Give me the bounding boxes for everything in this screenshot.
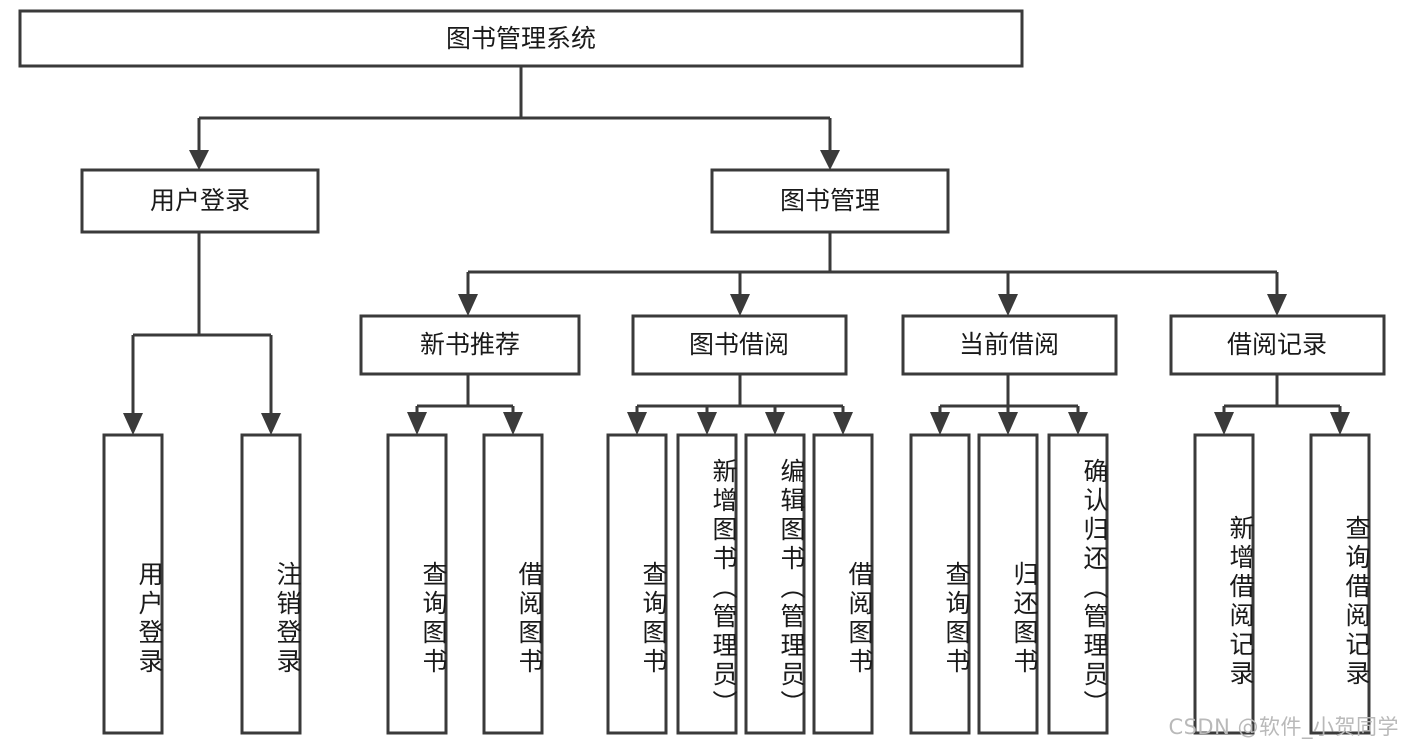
leaf-query-book-3-box[interactable] — [909, 433, 971, 735]
leaf-borrow-book-1-box[interactable] — [482, 433, 544, 735]
node-new-book-recommend[interactable]: 新书推荐 — [359, 314, 581, 376]
node-user-login-label: 用户登录 — [150, 186, 250, 215]
node-book-borrow[interactable]: 图书借阅 — [631, 314, 848, 376]
leaf-add-book-box[interactable] — [676, 433, 738, 735]
node-user-login[interactable]: 用户登录 — [80, 168, 320, 234]
leaf-confirm-return-box[interactable] — [1047, 433, 1109, 735]
arrow-head-leaf-edit-book — [765, 412, 785, 435]
arrow-head-user-login — [189, 150, 209, 170]
arrow-head-leaf-query-book-1 — [407, 412, 427, 435]
node-book-borrow-box[interactable] — [631, 314, 848, 376]
csdn-watermark: CSDN @软件_小贺同学 — [1168, 715, 1399, 739]
node-current-borrow[interactable]: 当前借阅 — [901, 314, 1118, 376]
arrow-head-book-borrow — [730, 294, 750, 316]
arrow-head-leaf-borrow-book-2 — [833, 412, 853, 435]
leaf-add-record-box[interactable] — [1193, 433, 1255, 735]
node-root[interactable]: 图书管理系统 — [18, 9, 1024, 68]
node-borrow-record-box[interactable] — [1169, 314, 1386, 376]
arrow-head-leaf-query-book-3 — [930, 412, 950, 435]
node-book-management[interactable]: 图书管理 — [710, 168, 950, 234]
arrow-head-leaf-borrow-book-1 — [503, 412, 523, 435]
arrow-head-book-management — [820, 150, 840, 170]
arrow-head-new-book-recommend — [458, 294, 478, 316]
arrow-head-leaf-add-book — [697, 412, 717, 435]
leaf-boxes-layer — [102, 433, 1371, 735]
node-current-borrow-label: 当前借阅 — [959, 330, 1059, 359]
arrow-head-leaf-return-book — [998, 412, 1018, 435]
leaf-query-book-1-box[interactable] — [386, 433, 448, 735]
arrow-head-leaf-user-login — [123, 413, 143, 435]
arrow-head-leaf-query-record — [1330, 412, 1350, 435]
leaf-logout-box[interactable] — [240, 433, 302, 735]
node-current-borrow-box[interactable] — [901, 314, 1118, 376]
arrow-head-leaf-query-book-2 — [627, 412, 647, 435]
leaf-query-book-2-box[interactable] — [606, 433, 668, 735]
arrow-head-borrow-record — [1267, 294, 1287, 316]
leaf-edit-book-box[interactable] — [744, 433, 806, 735]
edges-layer — [123, 66, 1350, 435]
node-borrow-record-label: 借阅记录 — [1227, 330, 1327, 359]
node-book-management-box[interactable] — [710, 168, 950, 234]
node-new-book-recommend-label: 新书推荐 — [420, 330, 520, 359]
node-user-login-box[interactable] — [80, 168, 320, 234]
node-new-book-recommend-box[interactable] — [359, 314, 581, 376]
leaf-query-record-box[interactable] — [1309, 433, 1371, 735]
arrow-head-leaf-add-record — [1214, 412, 1234, 435]
node-root-label: 图书管理系统 — [446, 24, 596, 53]
leaf-user-login-box[interactable] — [102, 433, 164, 735]
arrow-head-leaf-logout — [261, 413, 281, 435]
leaf-borrow-book-2-box[interactable] — [812, 433, 874, 735]
node-book-management-label: 图书管理 — [780, 186, 880, 215]
leaf-return-book-box[interactable] — [977, 433, 1039, 735]
arrow-head-current-borrow — [998, 294, 1018, 316]
node-root-box[interactable] — [18, 9, 1024, 68]
node-borrow-record[interactable]: 借阅记录 — [1169, 314, 1386, 376]
arrow-head-leaf-confirm-return — [1068, 412, 1088, 435]
node-book-borrow-label: 图书借阅 — [689, 330, 789, 359]
